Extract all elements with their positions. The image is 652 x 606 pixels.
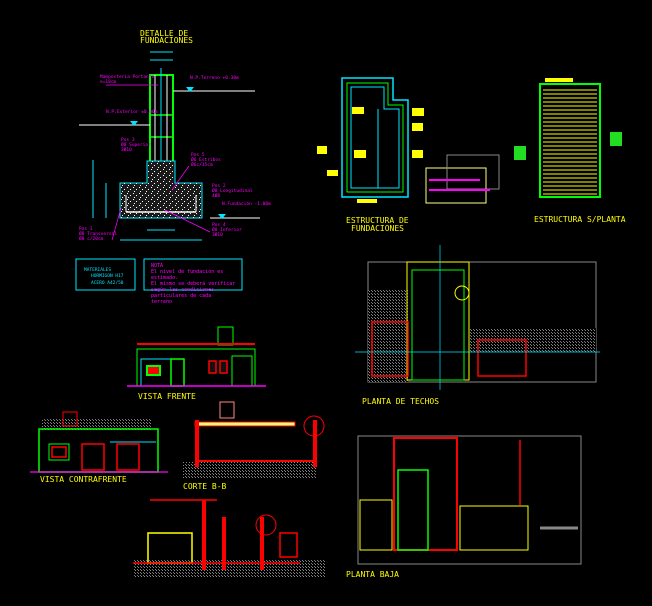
- svg-text:El nivel de fundación es: El nivel de fundación es: [151, 268, 223, 275]
- rear-elevation: VISTA CONTRAFRENTE: [30, 411, 168, 484]
- svg-text:Pos 1: Pos 1: [79, 226, 93, 232]
- svg-text:Ø6c/15cm: Ø6c/15cm: [191, 161, 213, 168]
- svg-text:Pos 4: Pos 4: [212, 222, 226, 228]
- label-mamposteria: Mamposteria Portante: [100, 74, 154, 80]
- foundation-detail-title-1: DETALLE DE: [140, 29, 188, 38]
- svg-text:Ø8 Superior: Ø8 Superior: [121, 141, 151, 148]
- title-estructura-fundaciones-1: ESTRUCTURA DE: [346, 216, 409, 225]
- svg-text:MATERIALES: MATERIALES: [84, 267, 111, 273]
- svg-text:Ø8 Longitudinal: Ø8 Longitudinal: [212, 187, 253, 194]
- title-estructura-planta: ESTRUCTURA S/PLANTA: [534, 215, 626, 224]
- svg-text:3Ø10: 3Ø10: [212, 231, 223, 238]
- materials-box: MATERIALES HORMIGON H17 ACERO A42/50: [75, 258, 136, 291]
- svg-text:estimado.: estimado.: [151, 275, 178, 281]
- label-np-exterior: N.P.Exterior ±0.00m: [106, 109, 158, 115]
- label-np-terreno: N.P.Terreno +0.30m: [190, 75, 239, 81]
- label-n-fundacion: N.Fundación -1.00m: [222, 200, 271, 207]
- title-estructura-fundaciones-2: FUNDACIONES: [351, 224, 404, 233]
- svg-text:Ø8 Transversal: Ø8 Transversal: [79, 230, 117, 237]
- svg-text:terreno: terreno: [151, 299, 172, 305]
- svg-text:ACERO A42/50: ACERO A42/50: [91, 280, 124, 286]
- svg-text:HORMIGON H17: HORMIGON H17: [91, 273, 124, 279]
- ground-floor-plan: PLANTA BAJA: [346, 435, 582, 579]
- title-vista-frente: VISTA FRENTE: [138, 392, 196, 401]
- foundation-structure-plan: ESTRUCTURA DE FUNDACIONES: [317, 77, 500, 233]
- floor-structure-plan: ESTRUCTURA S/PLANTA: [514, 78, 626, 224]
- title-planta-baja: PLANTA BAJA: [346, 570, 399, 579]
- svg-text:particulares de cada: particulares de cada: [151, 293, 211, 299]
- front-elevation: VISTA FRENTE: [127, 326, 266, 401]
- svg-text:e=18cm: e=18cm: [100, 79, 117, 85]
- svg-text:NOTA: NOTA: [151, 263, 163, 269]
- svg-text:Pos 3: Pos 3: [121, 137, 135, 143]
- foundation-detail-title-2: FUNDACIONES: [140, 36, 193, 45]
- foundation-detail: DETALLE DE FUNDACIONES Mamposteria Porta…: [79, 29, 271, 242]
- svg-text:según las condiciones: según las condiciones: [151, 286, 214, 293]
- note-box: NOTA El nivel de fundación es estimado. …: [143, 258, 243, 305]
- svg-text:4Ø8: 4Ø8: [212, 192, 220, 199]
- svg-text:Ø8 c/20cm: Ø8 c/20cm: [79, 235, 104, 242]
- svg-text:Ø6 Estribos: Ø6 Estribos: [191, 156, 221, 163]
- title-planta-techos: PLANTA DE TECHOS: [362, 397, 439, 406]
- title-vista-contrafrente: VISTA CONTRAFRENTE: [40, 475, 127, 484]
- svg-text:Ø8 Inferior: Ø8 Inferior: [212, 226, 242, 233]
- svg-text:Pos 5: Pos 5: [191, 152, 205, 158]
- section-cut: CORTE B-B: [133, 401, 326, 577]
- roof-plan: PLANTA DE TECHOS: [355, 245, 600, 406]
- svg-text:Pos 2: Pos 2: [212, 183, 226, 189]
- svg-text:El mismo se deberá verificar: El mismo se deberá verificar: [151, 280, 235, 287]
- title-corte: CORTE B-B: [183, 482, 227, 491]
- svg-text:3Ø10: 3Ø10: [121, 146, 132, 153]
